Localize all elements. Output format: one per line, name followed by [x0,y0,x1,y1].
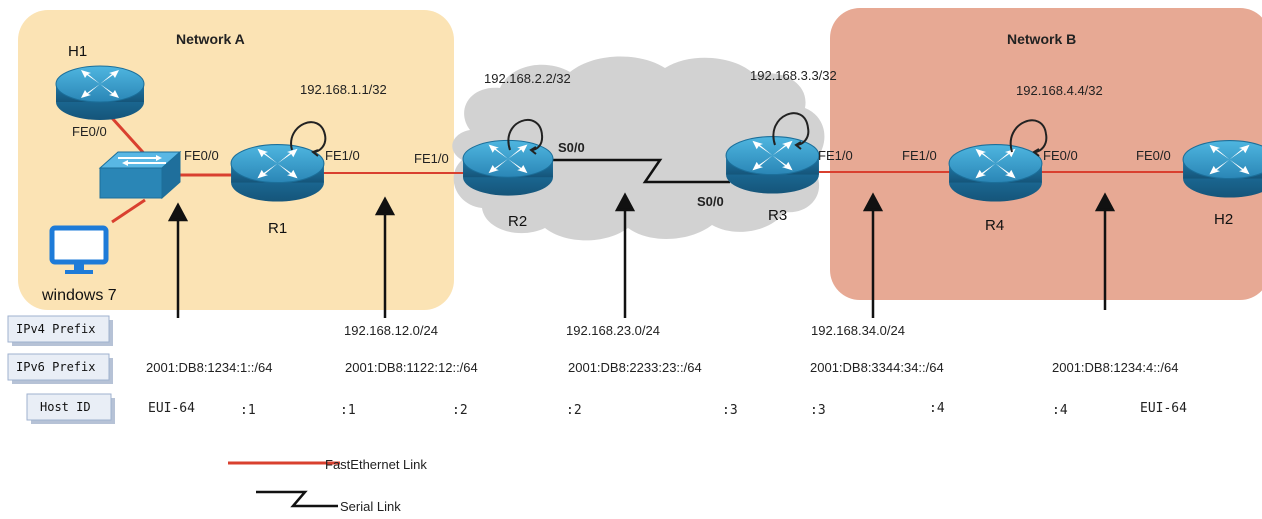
r3-s00-label: S0/0 [697,194,724,209]
host-id-r3-serial: :3 [722,403,738,418]
prefix-arrows [167,192,1116,318]
router-h2-icon [1182,140,1262,199]
host-id-r4-fe00: :4 [1052,403,1068,418]
ipv4-prefix-r1-r2: 192.168.12.0/24 [344,323,438,338]
ipv4-prefix-tag: IPv4 Prefix [7,315,113,346]
ipv6-prefix-r2-r3: 2001:DB8:2233:23::/64 [568,360,702,375]
r4-fe00-label: FE0/0 [1043,148,1078,163]
r3-fe10-label: FE1/0 [818,148,853,163]
ipv6-prefix-tag-label: IPv6 Prefix [16,360,95,374]
router-r2-icon [462,139,554,197]
legend-serial-label: Serial Link [340,499,401,514]
r1-fe00-label: FE0/0 [184,148,219,163]
ipv6-prefix-tag: IPv6 Prefix [7,353,113,384]
r3-loopback-label: 192.168.3.3/32 [750,68,837,83]
router-r1-icon [230,144,325,203]
host-id-r4-fe10: :4 [929,401,945,416]
r4-loopback-arrow [1009,119,1048,153]
r4-loopback-label: 192.168.4.4/32 [1016,83,1103,98]
host-id-tag: Host ID [26,393,115,424]
node-r3-label: R3 [768,207,787,224]
router-r3-icon [725,136,820,195]
r2-loopback-label: 192.168.2.2/32 [484,71,571,86]
wan-cloud [452,56,825,241]
r1-loopback-label: 192.168.1.1/32 [300,82,387,97]
node-h2-label: H2 [1214,211,1233,228]
r2-loopback-arrow [507,119,544,151]
r4-fe10-label: FE1/0 [902,148,937,163]
ipv4-prefix-r2-r3: 192.168.23.0/24 [566,323,660,338]
r2-s00-label: S0/0 [558,140,585,155]
r1-loopback-arrow [290,121,327,153]
router-r4-icon [948,144,1043,203]
ipv4-prefix-tag-label: IPv4 Prefix [16,322,95,336]
h1-fe00-label: FE0/0 [72,124,107,139]
network-a-label: Network A [176,31,245,47]
ipv6-prefix-r3-r4: 2001:DB8:3344:34::/64 [810,360,944,375]
node-h1-label: H1 [68,43,87,60]
host-id-r1-lan: :1 [240,403,256,418]
ipv6-prefix-net-b: 2001:DB8:1234:4::/64 [1052,360,1179,375]
node-r1-label: R1 [268,220,287,237]
link-r2-r3-serial [550,158,730,184]
host-id-r2-fe: :2 [452,403,468,418]
host-id-r2-serial: :2 [566,403,582,418]
node-r4-label: R4 [985,217,1004,234]
r3-loopback-arrow [772,112,810,146]
host-id-tag-label: Host ID [40,400,91,414]
host-id-h2: EUI-64 [1140,401,1187,416]
ipv6-prefix-net-a: 2001:DB8:1234:1::/64 [146,360,273,375]
host-id-r3-fe: :3 [810,403,826,418]
loopback-arrows [290,112,1048,157]
router-h1-icon [55,65,145,121]
network-b-zone [830,8,1262,300]
ipv4-prefix-r3-r4: 192.168.34.0/24 [811,323,905,338]
switch-icon [98,150,182,200]
windows-pc-icon [49,225,109,274]
ipv6-prefix-r1-r2: 2001:DB8:1122:12::/64 [345,360,478,375]
h2-fe00-label: FE0/0 [1136,148,1171,163]
network-b-label: Network B [1007,31,1076,47]
link-pc-switch [111,198,146,224]
r2-fe10-label: FE1/0 [414,151,449,166]
host-id-r1-wan: :1 [340,403,356,418]
node-r2-label: R2 [508,213,527,230]
host-id-pc: EUI-64 [148,401,195,416]
legend-fast-label: FastEthernet Link [325,457,427,472]
legend-serial-swatch [256,490,338,508]
pc-label: windows 7 [41,287,117,304]
r1-fe10-label: FE1/0 [325,148,360,163]
